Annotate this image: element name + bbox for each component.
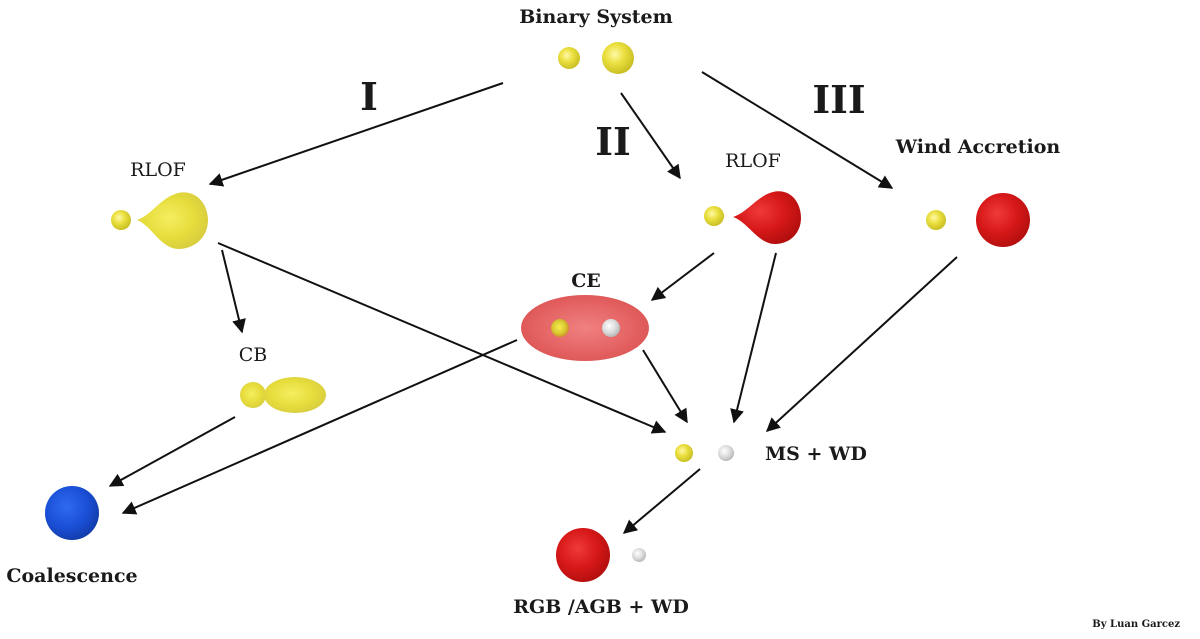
arrows (108, 71, 958, 534)
rlof-1-system (111, 192, 208, 249)
rgb-white-dwarf (632, 548, 646, 562)
label-rlof-1: RLOF (130, 159, 186, 181)
contact-binary-system (240, 377, 326, 413)
binary-star-large (602, 42, 634, 74)
arrow-binary-to-rlof-1 (208, 82, 504, 187)
rlof-1-accretor (111, 210, 131, 230)
arrow-binary-to-rlof-2 (620, 92, 681, 180)
rlof-2-donor-teardrop (733, 191, 801, 244)
coalescence-star (45, 486, 99, 540)
label-rlof-2: RLOF (725, 150, 781, 172)
arrow-rlof-2-to-ms-wd (730, 252, 777, 424)
wind-accretor (926, 210, 946, 230)
label-path-1: I (360, 74, 378, 119)
arrow-rlof-1-to-ms-wd (217, 242, 667, 434)
arrow-cb-to-coalescence (108, 416, 236, 487)
ce-white-dwarf (602, 319, 620, 337)
arrow-wind-to-ms-wd (765, 256, 958, 432)
ms-wd-system (675, 444, 734, 462)
common-envelope-system (521, 295, 649, 361)
label-wind-accretion: Wind Accretion (895, 136, 1061, 158)
credit-text: By Luan Garcez (1092, 619, 1180, 630)
label-cb: CB (239, 344, 268, 366)
label-path-2: II (595, 119, 631, 164)
arrow-rlof-2-to-ce (650, 252, 715, 301)
binary-star-small (558, 47, 580, 69)
rlof-1-donor-teardrop (137, 192, 208, 249)
cb-small-star (240, 382, 266, 408)
binary-system-stars (558, 42, 634, 74)
arrow-ce-to-ms-wd (642, 349, 688, 424)
rlof-2-system (704, 191, 801, 244)
arrow-binary-to-wind-accretion (701, 71, 894, 189)
label-ce: CE (571, 270, 601, 292)
common-envelope (521, 295, 649, 361)
wd-star (718, 445, 734, 461)
wind-donor-giant (976, 193, 1030, 247)
ce-core-star (551, 319, 569, 337)
arrow-rlof-1-to-cb (221, 249, 246, 334)
cb-large-star (264, 377, 326, 413)
wind-accretion-system (926, 193, 1030, 247)
arrow-ms-wd-to-rgb-agb-wd (622, 468, 701, 534)
rlof-2-accretor (704, 206, 724, 226)
label-coalescence: Coalescence (6, 565, 137, 587)
ms-star (675, 444, 693, 462)
arrow-ce-to-coalescence (121, 339, 518, 515)
label-binary-system: Binary System (519, 6, 673, 28)
label-path-3: III (812, 77, 865, 122)
giant-star (556, 528, 610, 582)
label-ms-wd: MS + WD (765, 443, 867, 465)
rgb-agb-wd-system (556, 528, 646, 582)
label-rgb-agb-wd: RGB /AGB + WD (513, 596, 689, 618)
